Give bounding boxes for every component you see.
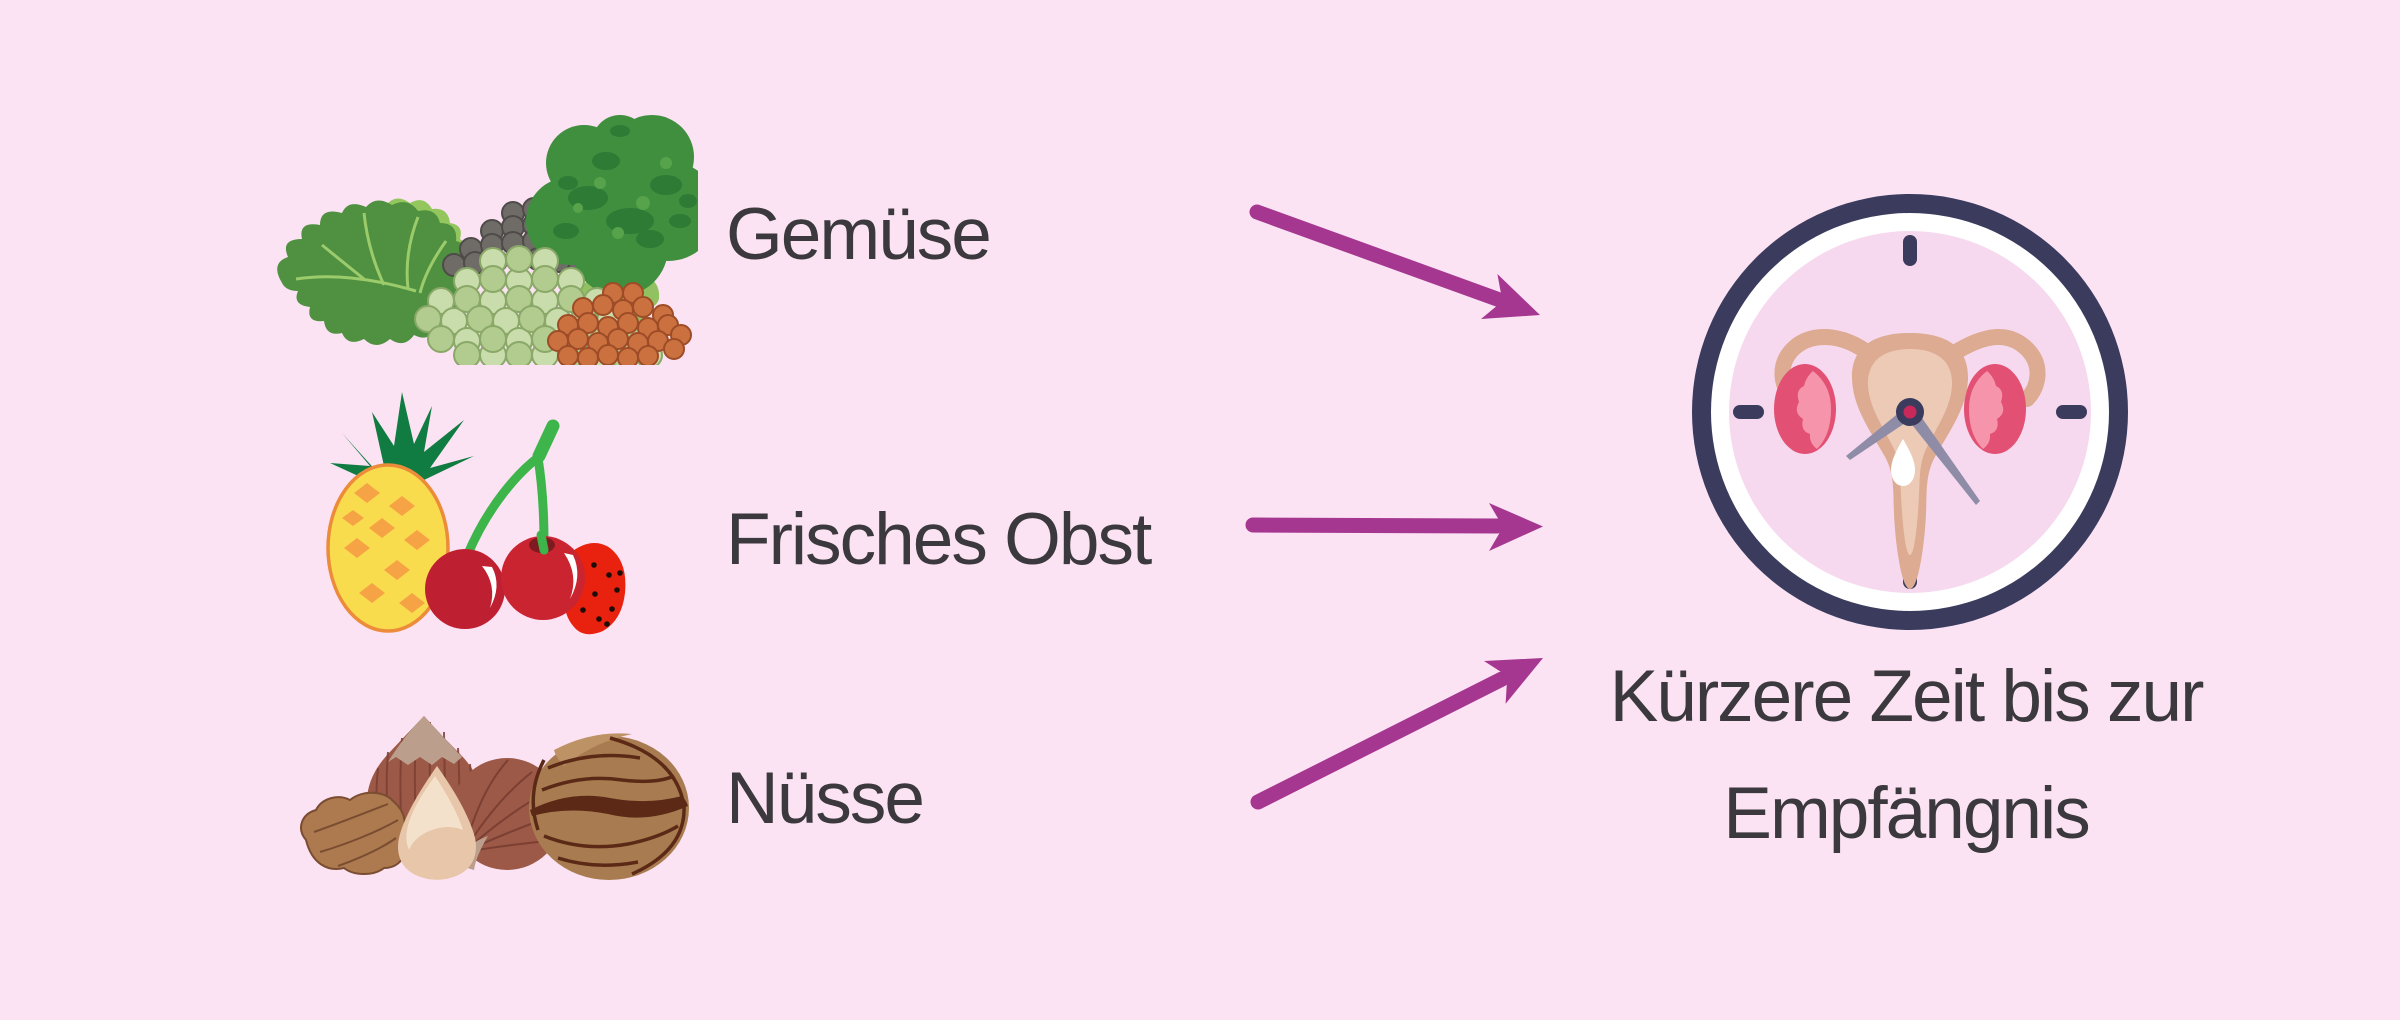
vegetables-icon [277, 115, 698, 365]
fruits-icon [326, 392, 626, 635]
uterus-illustration [1774, 328, 2046, 589]
pineapple [326, 392, 474, 633]
cherries [425, 530, 585, 629]
orange-lentils [547, 282, 692, 365]
clock-center-pin [1896, 398, 1924, 426]
nuts-label: Nüsse [726, 758, 925, 839]
vegetables-label: Gemüse [726, 194, 992, 275]
arrow-vegetables-icon [1249, 204, 1540, 319]
result-label: Kürzere Zeit bis zur Empfängnis [1516, 638, 2296, 872]
arrows [1245, 204, 1543, 810]
hazelnut-kernel [398, 766, 476, 880]
arrow-fruit-icon [1245, 503, 1543, 551]
result-label-line2: Empfängnis [1723, 773, 2090, 854]
arrow-nuts-icon [1250, 658, 1543, 810]
clock-hands [1846, 407, 1980, 505]
peanut [300, 791, 406, 875]
uterus-clock-icon [1692, 194, 2128, 630]
result-label-line1: Kürzere Zeit bis zur [1609, 656, 2205, 737]
walnut [529, 733, 689, 880]
broccoli-icon [526, 115, 698, 355]
nuts-icon [300, 716, 689, 880]
fruit-label: Frisches Obst [726, 499, 1152, 580]
